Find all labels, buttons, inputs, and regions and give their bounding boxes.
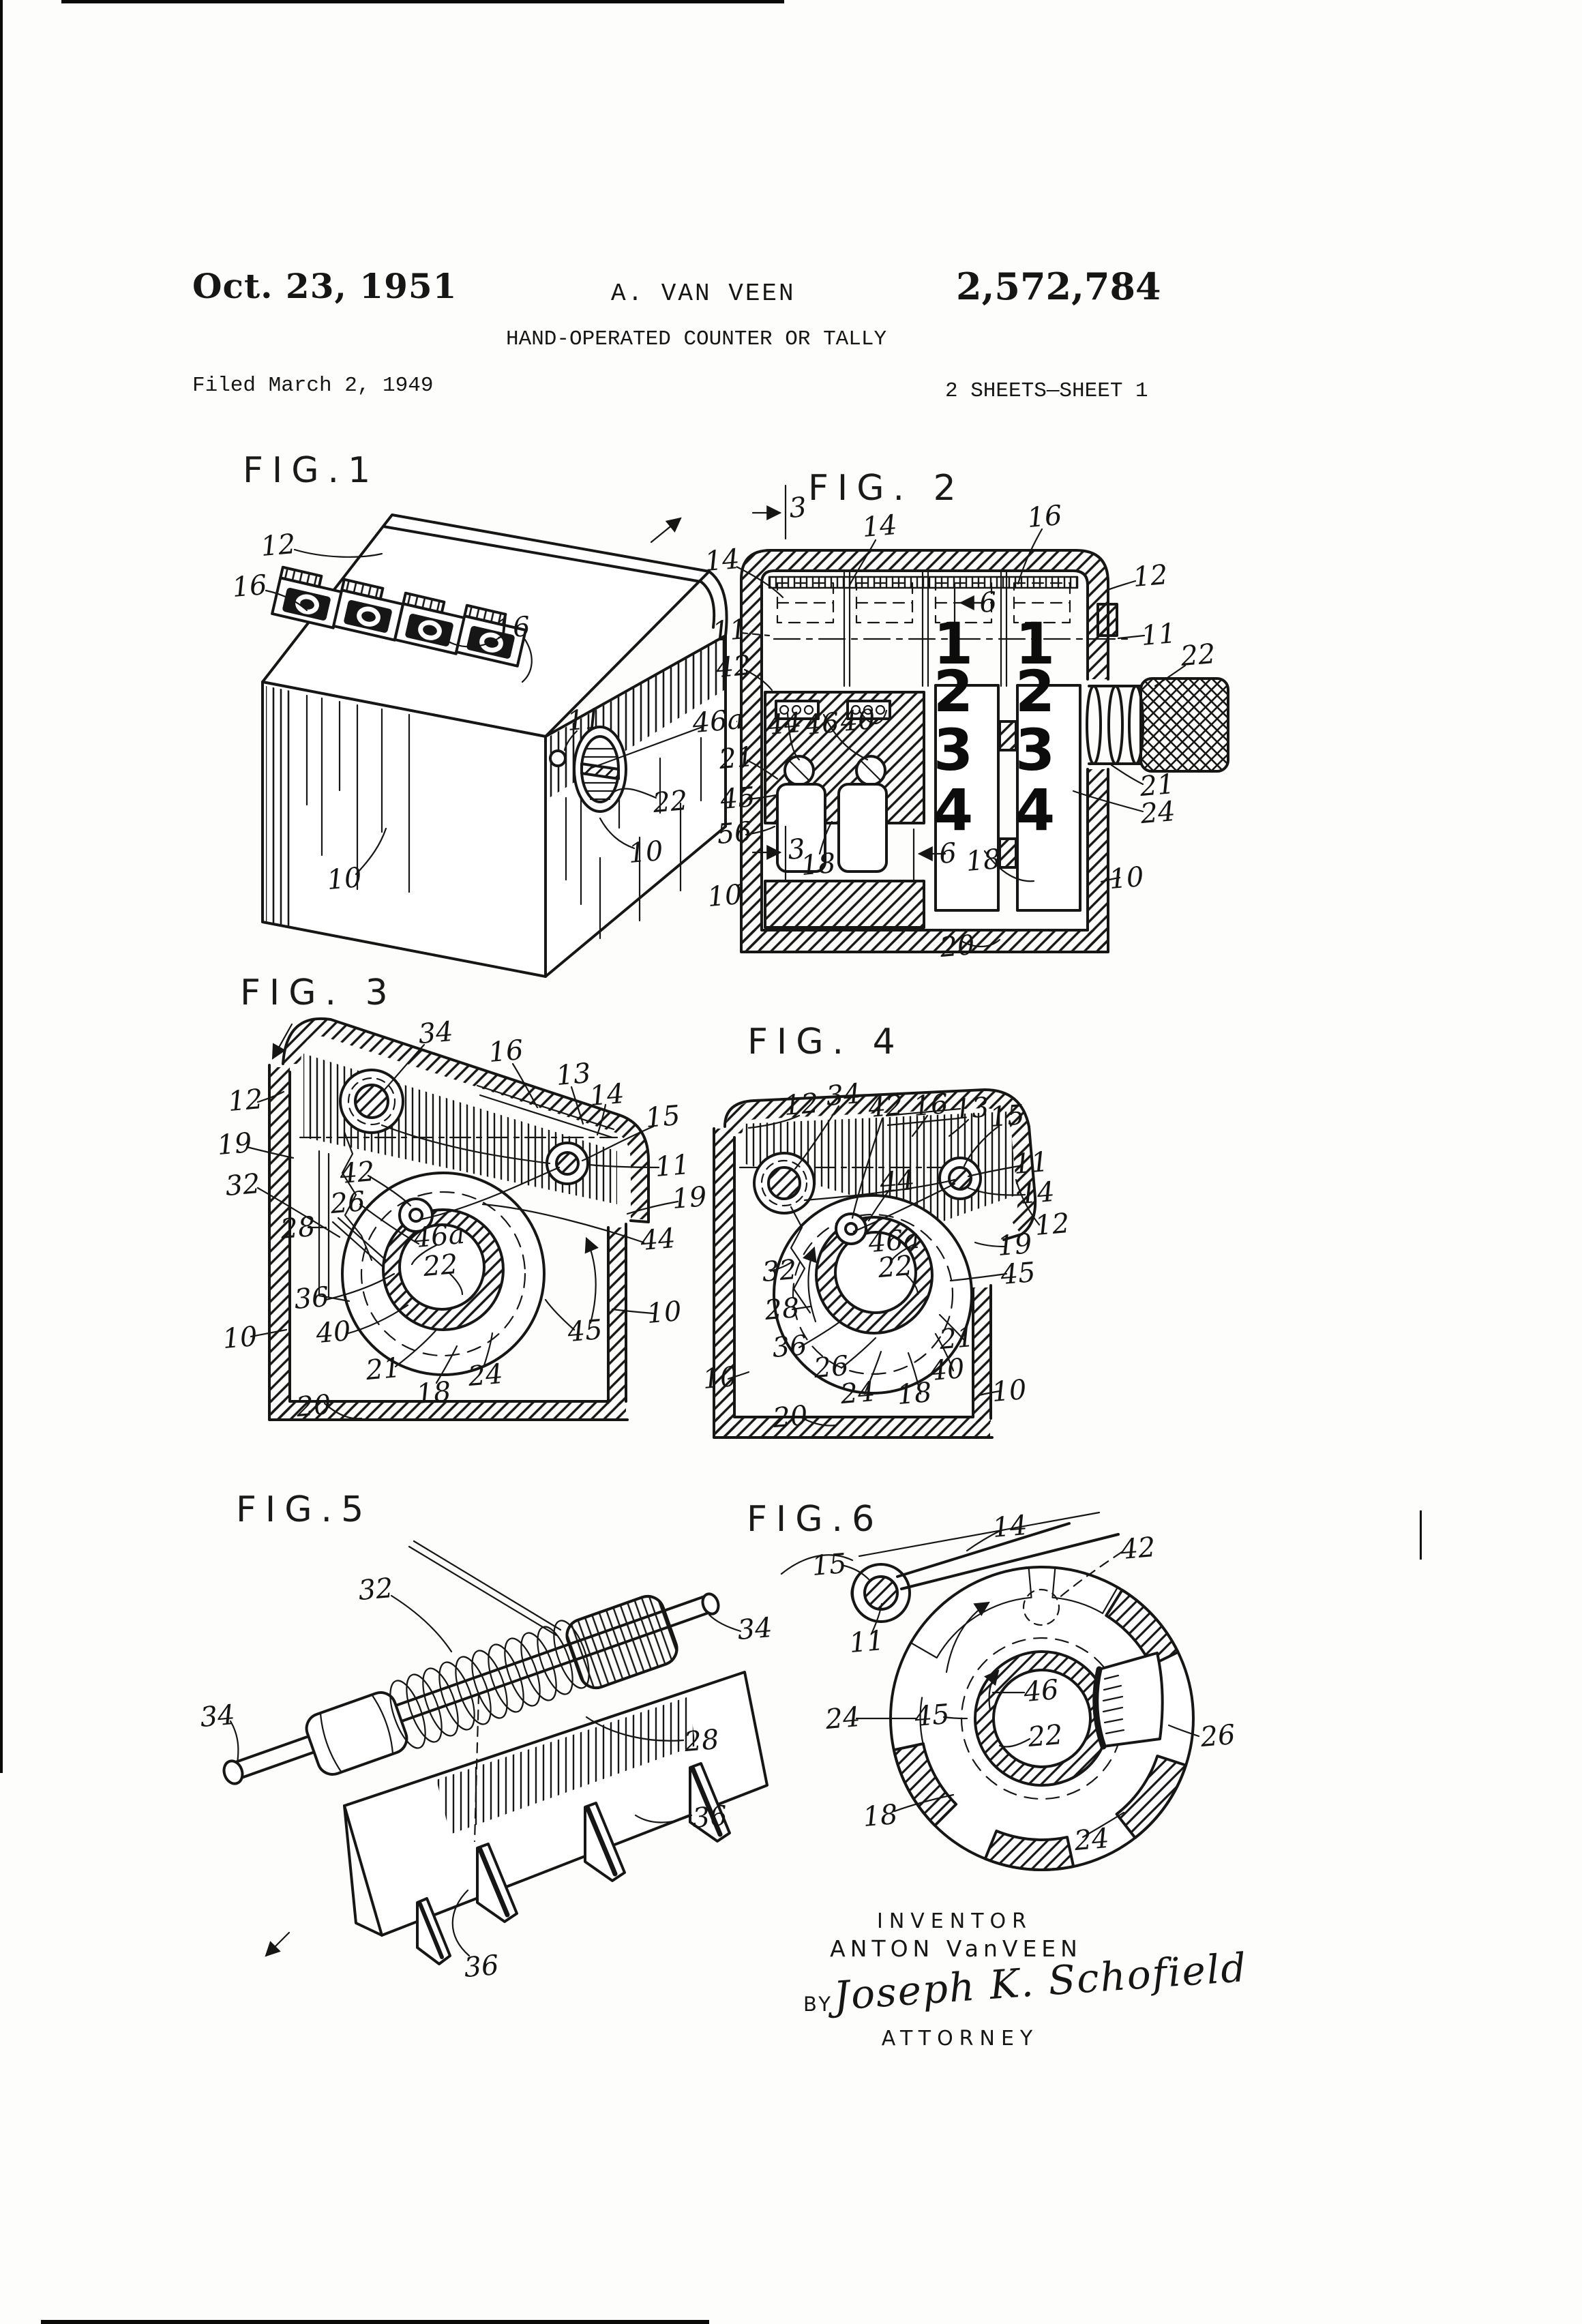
fig2-drawing [736,484,1229,953]
fig5-drawing [222,1540,768,1965]
fig3-drawing [245,1017,679,1421]
filed-date: Filed March 2, 1949 [192,374,434,398]
patent-date: Oct. 23, 1951 [192,266,458,306]
fig6-drawing [780,1511,1200,1871]
scan-edge-left [0,0,3,1773]
scan-edge-bottom [41,2320,709,2324]
attorney-caption: ATTORNEY [881,2027,1039,2051]
scan-edge-top [61,0,784,3]
fig4-title: FIG. 4 [747,1022,904,1062]
inventor-short-name: A. VAN VEEN [611,280,796,308]
sheet-count: 2 SHEETS—SHEET 1 [945,379,1148,403]
patent-number: 2,572,784 [956,265,1161,308]
patent-title: HAND-OPERATED COUNTER OR TALLY [506,327,887,351]
fig1-drawing [261,513,728,978]
fig6-title: FIG.6 [747,1499,884,1540]
fig4-drawing [713,1088,1041,1439]
fig3-title: FIG. 3 [240,972,397,1013]
scan-mark-right [1420,1510,1422,1560]
by-label: BY [803,1993,834,2016]
fig2-title: FIG. 2 [808,468,965,509]
inventor-caption: INVENTOR [877,1909,1032,1933]
inventor-full-name: ANTON VanVEEN [830,1935,1082,1962]
fig1-title: FIG.1 [243,450,380,491]
fig5-title: FIG.5 [236,1489,373,1530]
